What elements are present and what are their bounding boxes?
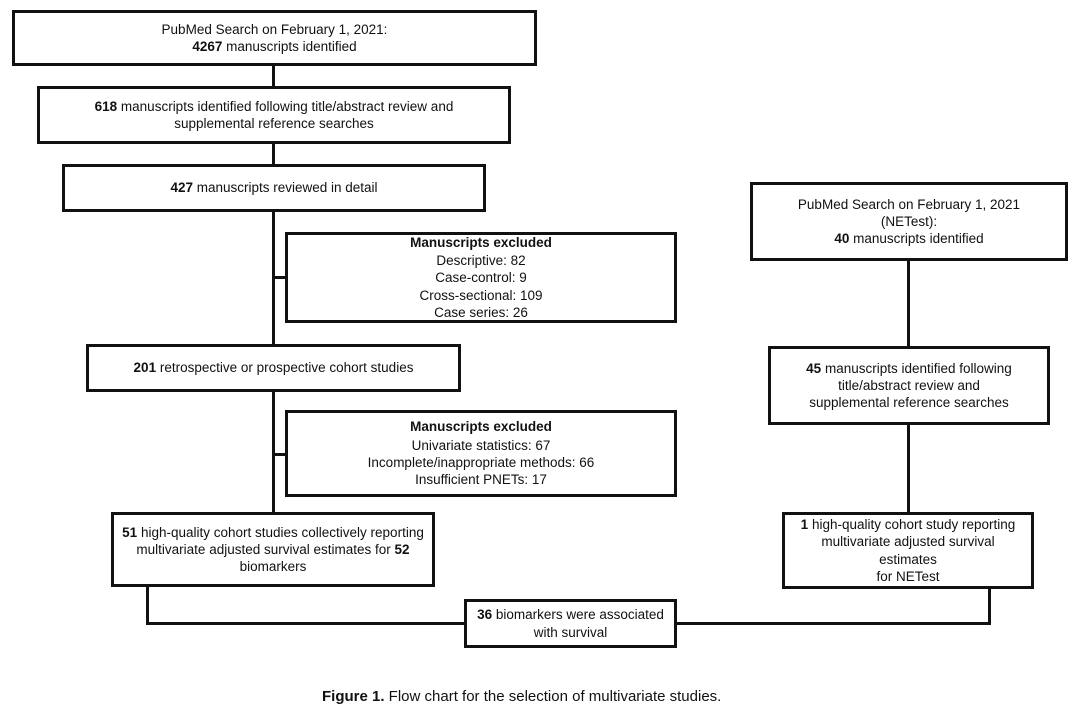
title-abstract-review-count: 618 bbox=[94, 98, 118, 114]
reviewed-in-detail-count: 427 bbox=[170, 180, 193, 196]
netest-high-quality-study-line2: multivariate adjusted survival estimates bbox=[821, 534, 995, 567]
connector-highquality-to-outcome bbox=[146, 622, 466, 625]
netest-high-quality-study-line1-rest: high-quality cohort study reporting bbox=[808, 516, 1016, 532]
netest-title-abstract-review-line2: title/abstract review and bbox=[838, 377, 980, 393]
netest-high-quality-study-count: 1 bbox=[800, 516, 809, 532]
pubmed-search-main-count: 4267 bbox=[192, 39, 223, 54]
exclusion-2-item-2: Insufficient PNETs: 17 bbox=[415, 472, 547, 488]
outcome-count: 36 bbox=[477, 607, 493, 623]
high-quality-cohort-studies-line3: biomarkers bbox=[239, 559, 307, 575]
high-quality-cohort-studies-biomarker-count: 52 bbox=[394, 541, 410, 557]
connector-review-to-detail bbox=[272, 143, 275, 164]
pubmed-search-netest-line2: (NETest): bbox=[880, 213, 938, 229]
figure-caption-lead: Figure 1. bbox=[322, 688, 385, 705]
connector-netest-study-down bbox=[988, 588, 991, 625]
connector-stub-exclusion-1 bbox=[272, 276, 287, 279]
pubmed-search-main-line2-rest: manuscripts identified bbox=[222, 39, 357, 54]
cohort-studies-line1-rest: retrospective or prospective cohort stud… bbox=[156, 360, 414, 376]
netest-title-abstract-review-line1-rest: manuscripts identified following bbox=[821, 360, 1012, 376]
exclusion-1-item-0: Descriptive: 82 bbox=[436, 253, 526, 269]
connector-highquality-down bbox=[146, 585, 149, 625]
outcome-line1-rest: biomarkers were associated bbox=[492, 607, 664, 623]
figure-caption-text: Flow chart for the selection of multivar… bbox=[384, 688, 722, 705]
netest-high-quality-study-line3: for NETest bbox=[876, 568, 940, 584]
box-netest-title-abstract-review: 45 manuscripts identified following titl… bbox=[768, 346, 1050, 425]
box-exclusion-2: Manuscripts excluded Univariate statisti… bbox=[285, 410, 677, 497]
box-title-abstract-review: 618 manuscripts identified following tit… bbox=[37, 86, 511, 144]
exclusion-1-item-2: Cross-sectional: 109 bbox=[419, 287, 543, 303]
high-quality-cohort-studies-line1-rest: high-quality cohort studies collectively… bbox=[137, 524, 424, 540]
pubmed-search-netest-count: 40 bbox=[834, 231, 850, 247]
connector-stub-exclusion-2 bbox=[272, 453, 287, 456]
box-high-quality-cohort-studies: 51 high-quality cohort studies collectiv… bbox=[111, 512, 435, 587]
exclusion-1-title: Manuscripts excluded bbox=[410, 234, 552, 250]
reviewed-in-detail-line1-rest: manuscripts reviewed in detail bbox=[192, 180, 378, 196]
exclusion-2-item-0: Univariate statistics: 67 bbox=[411, 437, 551, 453]
box-reviewed-in-detail: 427 manuscripts reviewed in detail bbox=[62, 164, 486, 212]
title-abstract-review-line1-rest: manuscripts identified following title/a… bbox=[117, 98, 454, 114]
figure-caption: Figure 1. Flow chart for the selection o… bbox=[322, 688, 721, 705]
connector-search-to-review bbox=[272, 65, 275, 87]
exclusion-2-item-1: Incomplete/inappropriate methods: 66 bbox=[367, 455, 595, 470]
box-pubmed-search-main: PubMed Search on February 1, 2021: 4267 … bbox=[12, 10, 537, 66]
box-netest-high-quality-study: 1 high-quality cohort study reporting mu… bbox=[782, 512, 1034, 589]
pubmed-search-netest-line1: PubMed Search on February 1, 2021 bbox=[797, 196, 1021, 212]
box-pubmed-search-netest: PubMed Search on February 1, 2021 (NETes… bbox=[750, 182, 1068, 261]
box-biomarkers-associated-with-survival: 36 biomarkers were associated with survi… bbox=[464, 599, 677, 648]
connector-netest-review-to-study bbox=[907, 424, 910, 514]
high-quality-cohort-studies-line2a: multivariate adjusted survival estimates… bbox=[136, 541, 395, 557]
title-abstract-review-line2: supplemental reference searches bbox=[174, 116, 374, 131]
outcome-line2: with survival bbox=[533, 624, 608, 640]
connector-netest-to-outcome bbox=[675, 622, 991, 625]
high-quality-cohort-studies-count: 51 bbox=[122, 524, 138, 540]
box-cohort-studies: 201 retrospective or prospective cohort … bbox=[86, 344, 461, 392]
pubmed-search-main-line1: PubMed Search on February 1, 2021: bbox=[161, 21, 388, 37]
netest-title-abstract-review-line3: supplemental reference searches bbox=[809, 395, 1009, 411]
netest-title-abstract-review-count: 45 bbox=[806, 360, 822, 376]
pubmed-search-netest-line3-rest: manuscripts identified bbox=[849, 231, 984, 247]
exclusion-1-item-3: Case series: 26 bbox=[434, 304, 528, 320]
cohort-studies-count: 201 bbox=[133, 360, 157, 376]
connector-netest-search-to-review bbox=[907, 260, 910, 347]
exclusion-2-title: Manuscripts excluded bbox=[410, 419, 552, 435]
exclusion-1-item-1: Case-control: 9 bbox=[435, 270, 527, 286]
box-exclusion-1: Manuscripts excluded Descriptive: 82 Cas… bbox=[285, 232, 677, 323]
